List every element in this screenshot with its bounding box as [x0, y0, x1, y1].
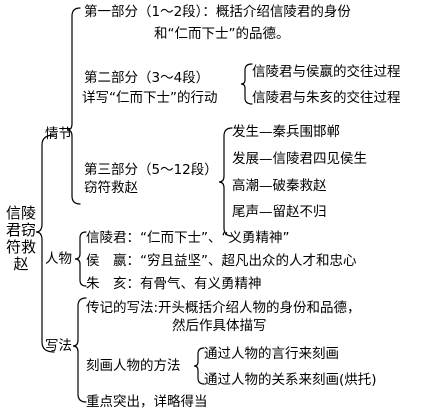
character-item-3: 朱 亥：有骨气、有义勇精神: [86, 276, 262, 292]
root-bracket: [35, 134, 55, 353]
writing-item-3: 重点突出，详略得当: [86, 394, 208, 410]
part3-line1: 第三部分（5～12段）: [84, 162, 218, 178]
root-title: 信陵君窃符救赵: [5, 204, 36, 273]
characters-bracket: [74, 231, 87, 287]
plot-label: 情节: [45, 126, 72, 142]
plot-bracket: [66, 7, 81, 205]
characters-label: 人物: [45, 251, 72, 267]
writing-label: 写法: [45, 338, 72, 354]
part3-item-4: 尾声—留赵不归: [232, 204, 327, 220]
part3-bracket: [218, 127, 233, 237]
character-item-1: 信陵君：“仁而下士”、“义勇精神”: [86, 230, 290, 246]
method-bracket: [193, 347, 205, 385]
part2-line1: 第二部分（3～4段）: [84, 70, 210, 86]
writing-item-1-line1: 传记的写法:开头概括介绍人物的身份和品德，: [86, 300, 361, 316]
part2-bracket: [240, 63, 253, 105]
part3-item-2: 发展—信陵君四见侯生: [232, 151, 367, 167]
character-item-2: 侯 嬴：“穷且益坚”、超凡出众的人才和忠心: [86, 253, 357, 269]
part2-line2: 详写“仁而下士”的行动: [82, 90, 218, 106]
method-item-1: 通过人物的言行来刻画: [204, 346, 339, 362]
writing-item-1-line2: 然后作具体描写: [172, 318, 267, 334]
part3-item-3: 高潮—破秦救赵: [232, 178, 327, 194]
part1-line2: 和“仁而下士”的品德。: [154, 26, 290, 42]
part2-item-2: 信陵君与朱亥的交往过程: [252, 90, 401, 106]
writing-item-2-label: 刻画人物的方法: [86, 358, 181, 374]
method-item-2: 通过人物的关系来刻画(烘托): [204, 372, 377, 388]
writing-bracket: [72, 297, 87, 403]
part3-line2: 窃符救赵: [84, 180, 138, 196]
part1-line1: 第一部分（1～2段）：概括介绍信陵君的身份: [84, 4, 351, 20]
part2-item-1: 信陵君与侯嬴的交往过程: [252, 64, 401, 80]
part3-item-1: 发生—秦兵围邯郸: [232, 124, 340, 140]
